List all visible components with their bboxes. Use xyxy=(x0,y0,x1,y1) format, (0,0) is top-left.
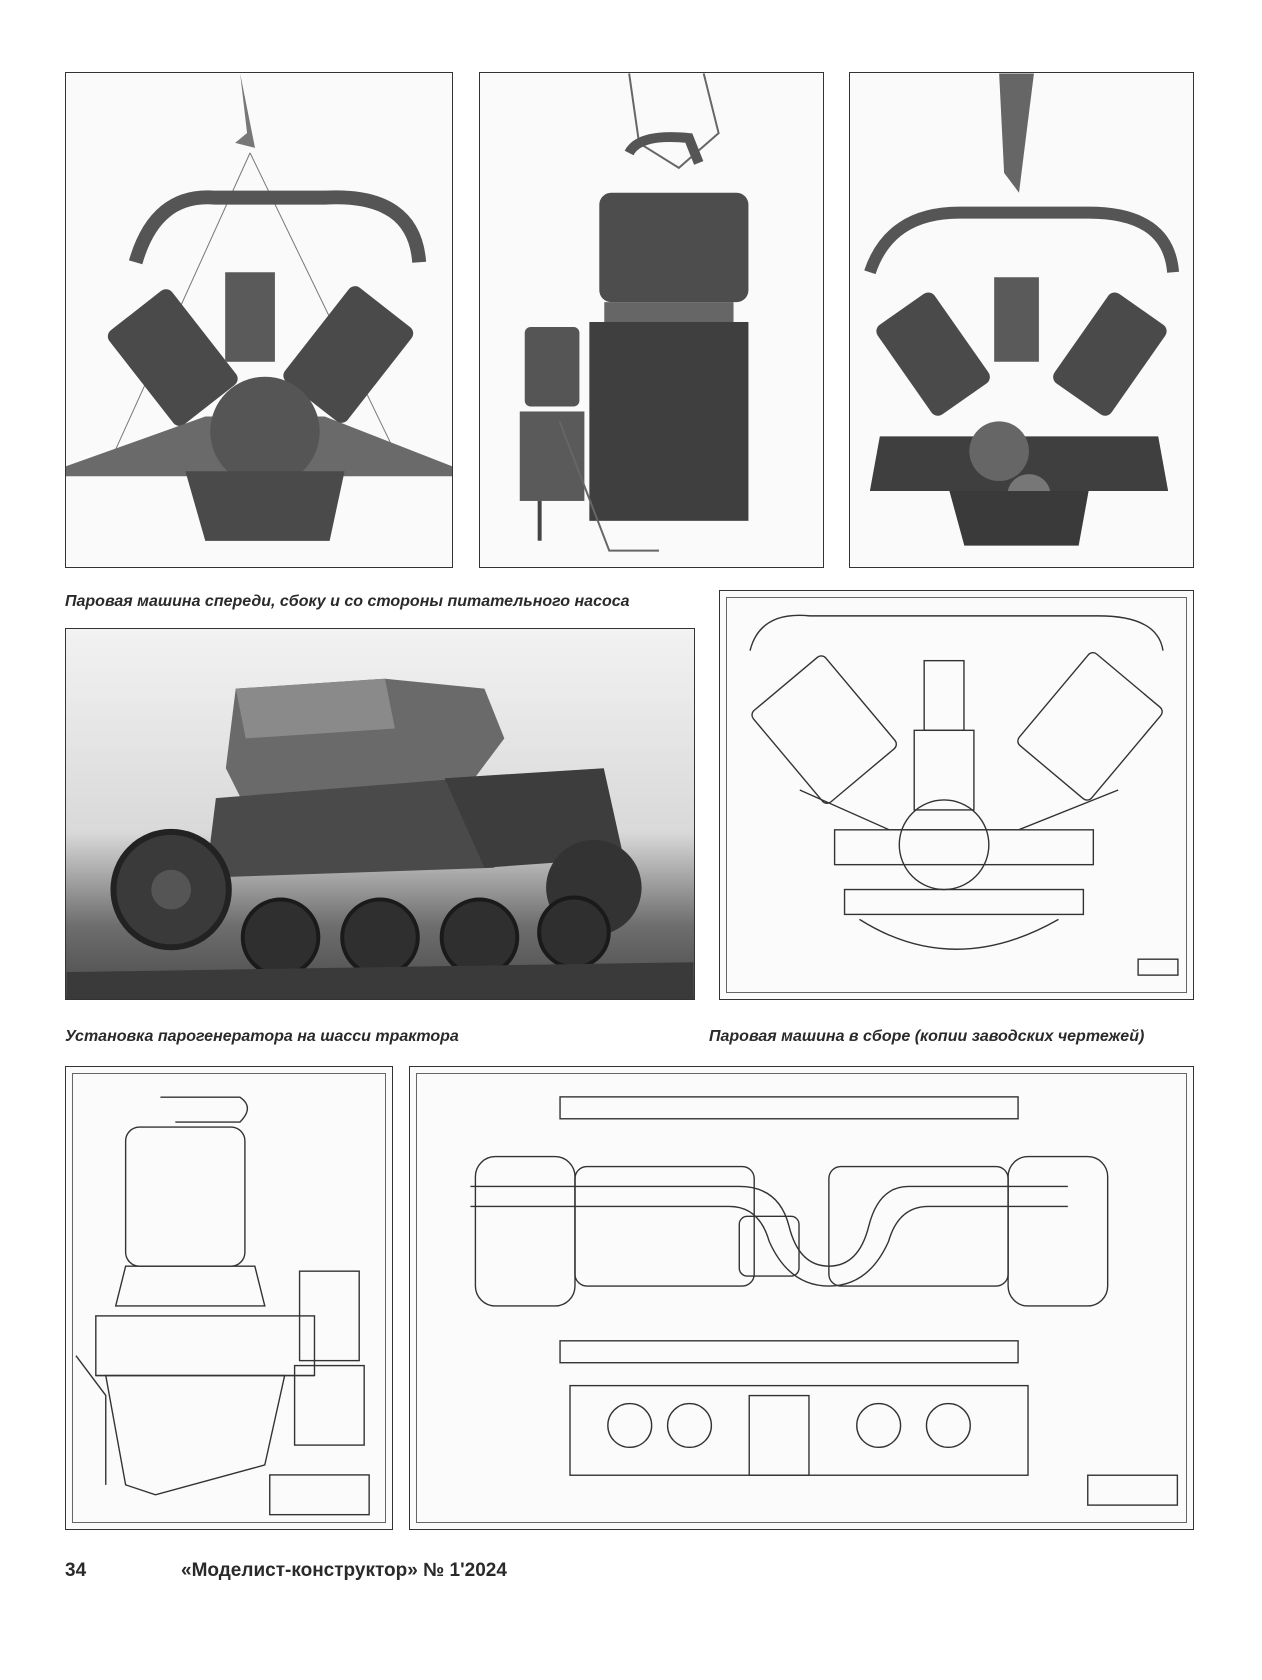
caption-generator-chassis: Установка парогенератора на шасси тракто… xyxy=(65,1028,459,1045)
engine-side-drawing xyxy=(75,1096,370,1516)
engine-front-drawing xyxy=(749,614,1179,976)
drawing-engine-front xyxy=(719,590,1194,1000)
drawing-engine-side xyxy=(65,1066,393,1530)
caption-engine-views: Паровая машина спереди, сбоку и со сторо… xyxy=(65,593,630,610)
engine-pump-side-illustration xyxy=(850,73,1193,567)
caption-engine-assembly: Паровая машина в сборе (копии заводских … xyxy=(709,1028,1145,1045)
engine-front-illustration xyxy=(66,73,452,567)
page-number: 34 xyxy=(65,1560,87,1581)
photo-engine-side xyxy=(479,72,824,568)
photo-engine-pump-side xyxy=(849,72,1194,568)
engine-side-illustration xyxy=(480,73,823,567)
magazine-title: «Моделист-конструктор» № 1'2024 xyxy=(181,1560,507,1581)
photo-engine-front xyxy=(65,72,453,568)
drawing-engine-plan xyxy=(409,1066,1194,1530)
photo-generator-on-chassis xyxy=(65,628,695,1000)
generator-chassis-illustration xyxy=(66,678,694,999)
engine-plan-drawing xyxy=(470,1096,1179,1506)
